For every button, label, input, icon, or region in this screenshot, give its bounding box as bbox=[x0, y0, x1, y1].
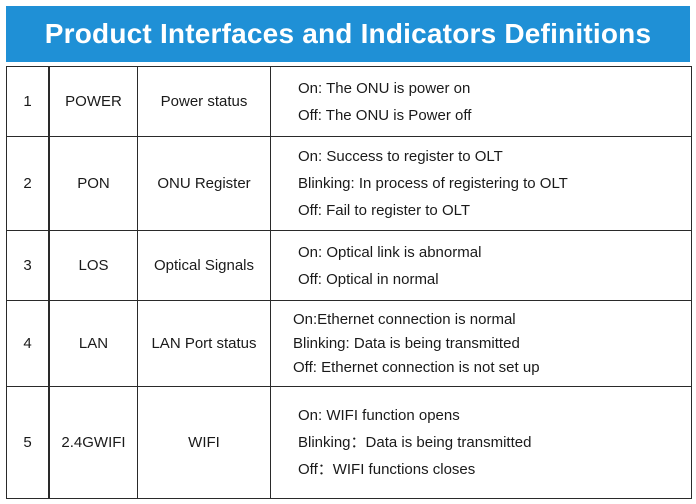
definition-line: Off: Fail to register to OLT bbox=[298, 202, 471, 219]
definition-line: Off: The ONU is Power off bbox=[298, 106, 472, 124]
page-title: Product Interfaces and Indicators Defini… bbox=[6, 6, 690, 62]
row-number: 1 bbox=[6, 66, 50, 137]
interface-name: 2.4GWIFI bbox=[48, 386, 138, 499]
definition-cell: On: Success to register to OLT Blinking:… bbox=[270, 136, 692, 231]
table-row: 5 2.4GWIFI WIFI On: WIFI function opens … bbox=[6, 386, 692, 499]
interface-function: LAN Port status bbox=[137, 300, 271, 387]
definition-line: Blinking: Data is being transmitted bbox=[293, 334, 520, 352]
definition-line: Blinking：Data is being transmitted bbox=[298, 434, 532, 451]
row-number: 3 bbox=[6, 230, 50, 301]
table-row: 1 POWER Power status On: The ONU is powe… bbox=[6, 66, 692, 137]
row-number: 5 bbox=[6, 386, 50, 499]
definition-line: Off: Optical in normal bbox=[298, 270, 439, 288]
interface-function: Power status bbox=[137, 66, 271, 137]
definition-cell: On: WIFI function opens Blinking：Data is… bbox=[270, 386, 692, 499]
interface-name: LOS bbox=[48, 230, 138, 301]
interface-function: Optical Signals bbox=[137, 230, 271, 301]
interface-function: ONU Register bbox=[137, 136, 271, 231]
table-row: 2 PON ONU Register On: Success to regist… bbox=[6, 136, 692, 231]
indicator-table: 1 POWER Power status On: The ONU is powe… bbox=[6, 66, 692, 499]
row-number: 2 bbox=[6, 136, 50, 231]
row-number: 4 bbox=[6, 300, 50, 387]
definition-line: On: The ONU is power on bbox=[298, 79, 471, 97]
interface-name: PON bbox=[48, 136, 138, 231]
definition-cell: On:Ethernet connection is normal Blinkin… bbox=[270, 300, 692, 387]
definition-line: Blinking: In process of registering to O… bbox=[298, 175, 568, 192]
table-row: 4 LAN LAN Port status On:Ethernet connec… bbox=[6, 300, 692, 387]
definition-cell: On: Optical link is abnormal Off: Optica… bbox=[270, 230, 692, 301]
interface-name: POWER bbox=[48, 66, 138, 137]
interface-name: LAN bbox=[48, 300, 138, 387]
table-row: 3 LOS Optical Signals On: Optical link i… bbox=[6, 230, 692, 301]
definition-line: On:Ethernet connection is normal bbox=[293, 310, 516, 328]
definition-line: On: WIFI function opens bbox=[298, 407, 460, 424]
definition-line: Off: Ethernet connection is not set up bbox=[293, 358, 540, 376]
definition-line: On: Success to register to OLT bbox=[298, 148, 503, 165]
definition-cell: On: The ONU is power on Off: The ONU is … bbox=[270, 66, 692, 137]
definition-line: On: Optical link is abnormal bbox=[298, 243, 482, 261]
interface-function: WIFI bbox=[137, 386, 271, 499]
definition-line: Off：WIFI functions closes bbox=[298, 461, 476, 478]
